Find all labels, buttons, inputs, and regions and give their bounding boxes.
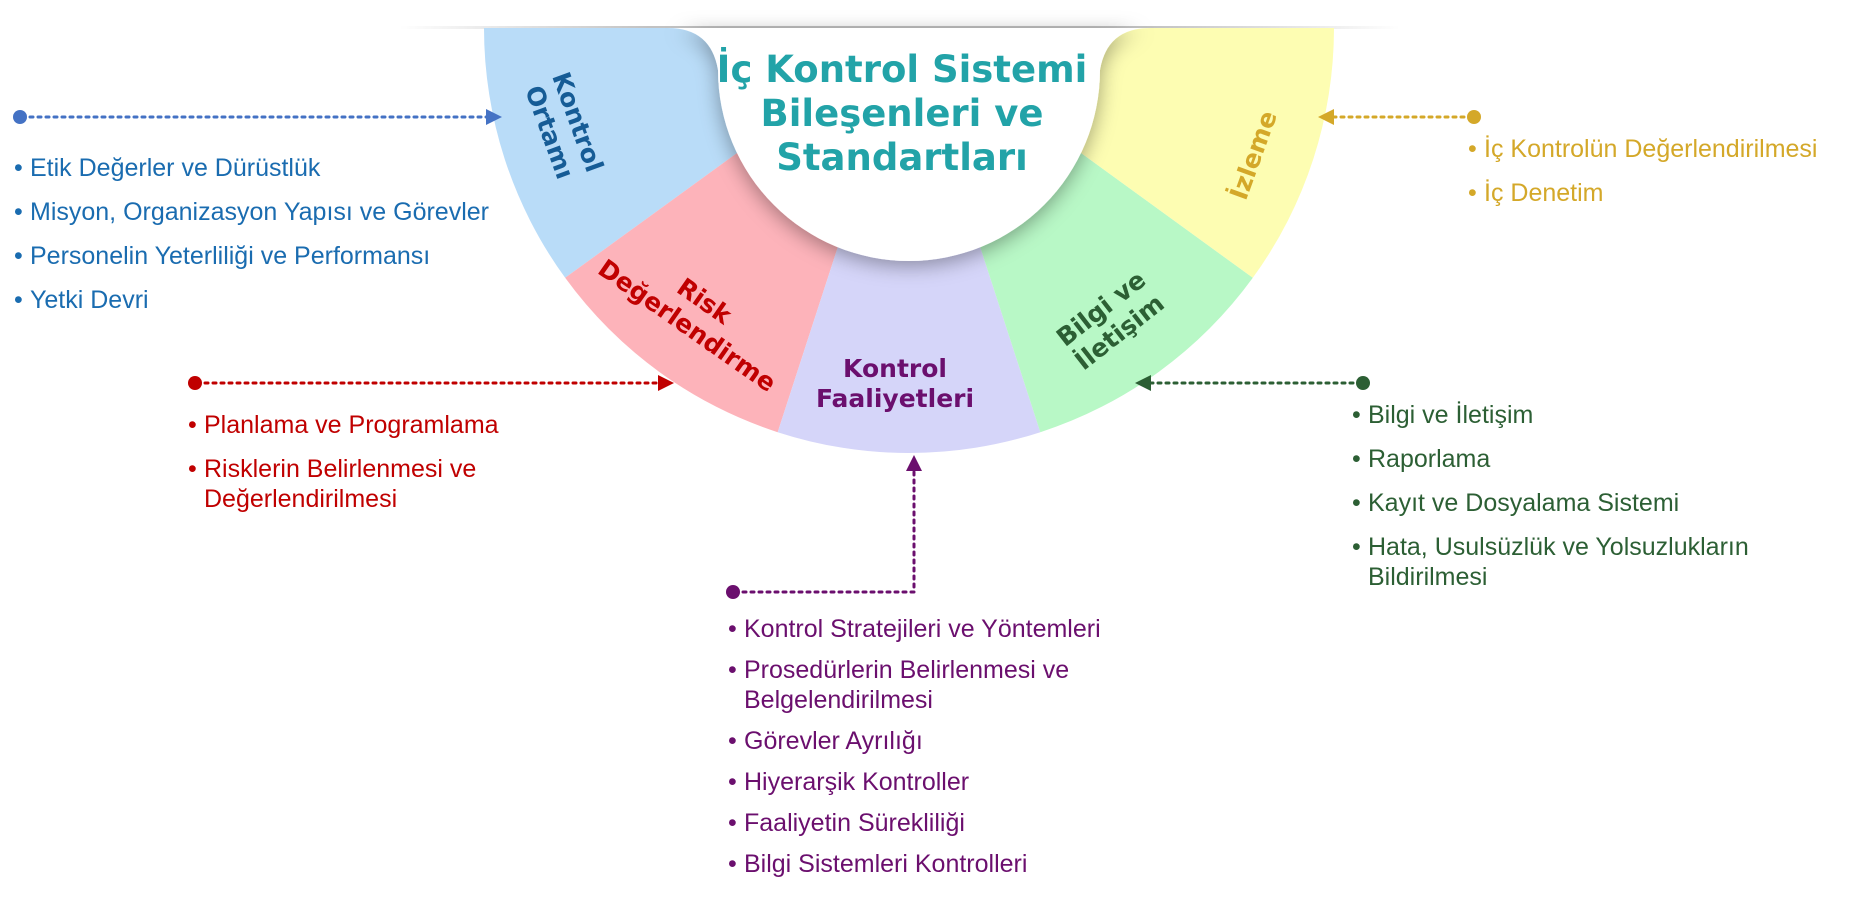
title-line-2: Bileşenleri ve (761, 92, 1044, 135)
list-item: Hiyerarşik Kontroller (728, 767, 1228, 797)
list-item: Bilgi Sistemleri Kontrolleri (728, 849, 1228, 879)
arrowhead-icon (486, 109, 502, 125)
list-kontrol-faaliyetleri: Kontrol Stratejileri ve Yöntemleri Prose… (728, 614, 1228, 890)
list-item: Görevler Ayrılığı (728, 726, 1228, 756)
segment-kontrol-ortami (484, 28, 788, 278)
arrowhead-icon (1135, 375, 1151, 391)
list-item: Yetki Devri (14, 285, 494, 315)
connector-risk (188, 375, 674, 391)
top-divider-line (400, 26, 1400, 29)
svg-text:Kontrol: Kontrol (843, 354, 947, 383)
list-item: Kontrol Stratejileri ve Yöntemleri (728, 614, 1228, 644)
list-kontrol-ortami: Etik Değerler ve Dürüstlük Misyon, Organ… (14, 153, 494, 329)
list-item: İç Denetim (1468, 178, 1872, 208)
connector-kontrol-ortami (13, 109, 502, 125)
list-item: Kayıt ve Dosyalama Sistemi (1352, 488, 1872, 518)
title-hub (668, 28, 1150, 261)
list-bilgi-iletisim: Bilgi ve İletişim Raporlama Kayıt ve Dos… (1352, 400, 1872, 606)
arrowhead-icon (906, 455, 922, 471)
title-line-1: İç Kontrol Sistemi (717, 47, 1088, 91)
connector-kontrol-faaliyetleri (726, 455, 922, 599)
arrowhead-icon (1318, 109, 1334, 125)
segment-izleme (1030, 28, 1334, 278)
list-item: Misyon, Organizasyon Yapısı ve Görevler (14, 197, 494, 227)
svg-text:Faaliyetleri: Faaliyetleri (816, 384, 974, 413)
list-risk-degerlendirme: Planlama ve Programlama Risklerin Belirl… (188, 410, 608, 528)
list-item: Hata, Usulsüzlük ve Yolsuzlukların Bildi… (1352, 532, 1872, 592)
list-item: İç Kontrolün Değerlendirilmesi (1468, 134, 1872, 164)
list-item: Bilgi ve İletişim (1352, 400, 1872, 430)
list-item: Risklerin Belirlenmesi ve Değerlendirilm… (188, 454, 608, 514)
connector-izleme (1318, 109, 1481, 125)
list-item: Prosedürlerin Belirlenmesi ve Belgelendi… (728, 655, 1228, 715)
connector-bilgi-iletisim (1135, 375, 1370, 391)
list-item: Personelin Yeterliliği ve Performansı (14, 241, 494, 271)
list-item: Raporlama (1352, 444, 1872, 474)
list-item: Faaliyetin Sürekliliği (728, 808, 1228, 838)
list-item: Etik Değerler ve Dürüstlük (14, 153, 494, 183)
segment-label-kontrol-faaliyetleri: Kontrol Faaliyetleri (816, 354, 974, 413)
list-izleme: İç Kontrolün Değerlendirilmesi İç Deneti… (1468, 134, 1872, 222)
arrowhead-icon (658, 375, 674, 391)
list-item: Planlama ve Programlama (188, 410, 608, 440)
title-line-3: Standartları (776, 136, 1028, 179)
